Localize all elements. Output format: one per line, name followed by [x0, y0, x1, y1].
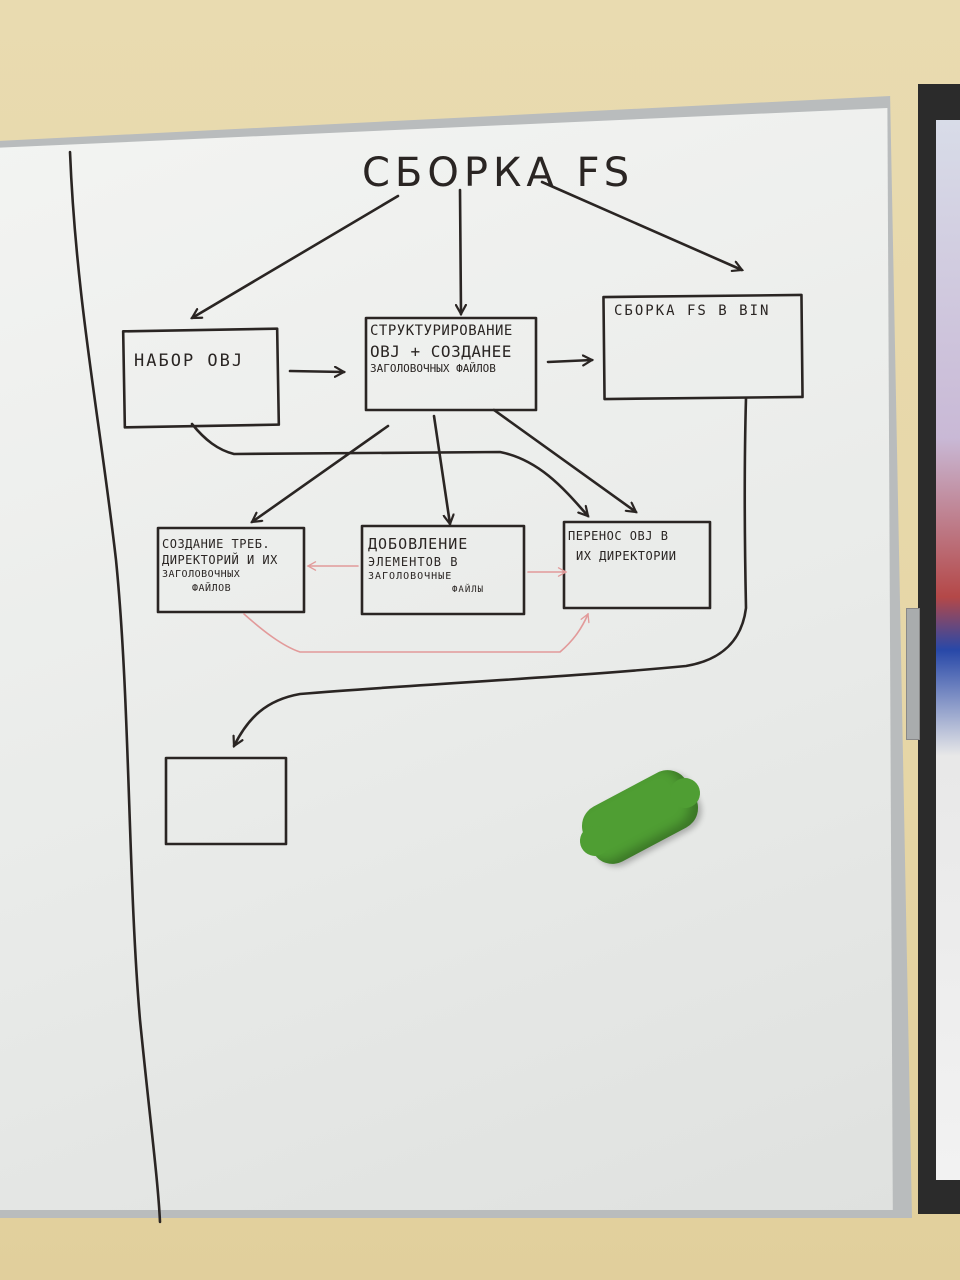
diagram-title: СБОРКА FS	[362, 150, 635, 196]
box-sborka-bin	[602, 293, 804, 401]
box-struct	[364, 316, 538, 412]
node-sozdanie-line-4: ФАЙЛОВ	[192, 582, 232, 594]
arrow-sborka-bin-to-empty	[234, 396, 748, 746]
node-dobavlenie-line-1: ДОБОВЛЕНИЕ	[368, 535, 469, 553]
node-sborka-bin-label: СБОРКА FS В BIN	[614, 303, 771, 319]
adjacent-board-surface	[936, 120, 960, 1180]
box-nabor	[121, 327, 281, 429]
arrow-title-to-nabor	[192, 194, 400, 320]
board-hinge	[906, 608, 920, 740]
arrow-nabor-to-perenos	[190, 422, 588, 516]
node-sozdanie-line-3: ЗАГОЛОВОЧНЫХ	[162, 569, 241, 581]
arrow-title-to-struct	[460, 188, 461, 314]
box-empty	[164, 756, 288, 846]
box-perenos	[562, 520, 712, 610]
node-dobavlenie-line-2: ЭЛЕМЕНТОВ В	[368, 555, 459, 570]
node-struct-line-2: OBJ + СОЗДАНЕЕ	[370, 341, 512, 361]
whiteboard	[0, 108, 893, 1210]
node-dobavlenie-label: ДОБОВЛЕНИЕ ЭЛЕМЕНТОВ В ЗАГОЛОВОЧНЫЕ ФАЙЛ…	[368, 534, 524, 596]
node-perenos-line-1: ПЕРЕНОС OBJ В	[568, 529, 669, 543]
node-struct-line-3: ЗАГОЛОВОЧНЫХ ФАЙЛОВ	[370, 362, 496, 376]
node-struct-line-1: СТРУКТУРИРОВАНИЕ	[370, 323, 513, 339]
node-perenos-line-2: ИХ ДИРЕКТОРИИ	[576, 549, 677, 564]
node-dobavlenie-line-3: ЗАГОЛОВОЧНЫЕ	[368, 571, 453, 583]
node-nabor-label: НАБОР OBJ	[134, 351, 245, 371]
red-arrow-sozdanie-to-perenos	[243, 612, 590, 653]
arrow-struct-to-dobavlenie	[432, 414, 450, 524]
arrow-struct-to-sozdanie	[252, 424, 390, 522]
node-struct-label: СТРУКТУРИРОВАНИЕ OBJ + СОЗДАНЕЕ ЗАГОЛОВО…	[370, 322, 536, 377]
node-sozdanie-label: СОЗДАНИЕ ТРЕБ. ДИРЕКТОРИЙ И ИХ ЗАГОЛОВОЧ…	[162, 536, 304, 595]
arrow-nabor-to-struct	[288, 371, 344, 372]
node-sozdanie-line-2: ДИРЕКТОРИЙ И ИХ	[162, 553, 278, 568]
arrow-title-to-sborka-bin	[540, 180, 742, 270]
node-sozdanie-line-1: СОЗДАНИЕ ТРЕБ.	[162, 537, 271, 551]
arrow-struct-to-perenos	[492, 408, 636, 512]
node-perenos-label: ПЕРЕНОС OBJ В ИХ ДИРЕКТОРИИ	[568, 528, 710, 564]
node-dobavlenie-line-4: ФАЙЛЫ	[452, 584, 485, 595]
arrow-struct-to-sborka-bin	[546, 360, 592, 362]
box-sozdanie	[156, 526, 306, 614]
separator-line	[68, 150, 162, 1224]
